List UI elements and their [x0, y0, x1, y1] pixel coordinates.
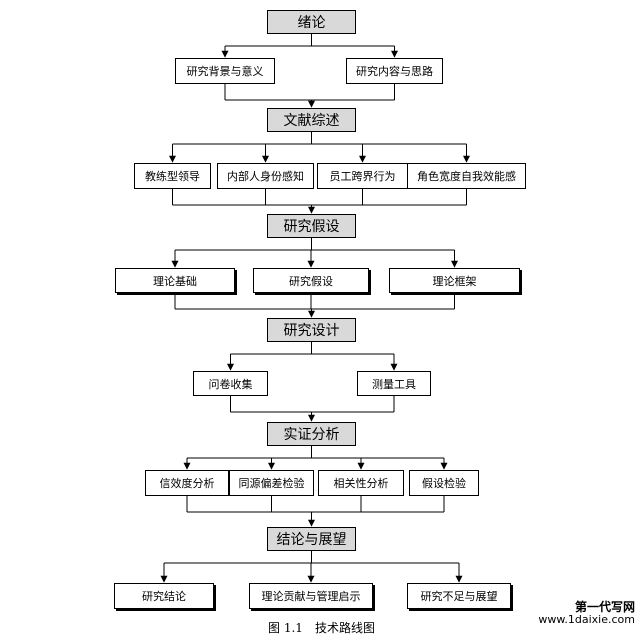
sub-box: 研究背景与意义 — [175, 58, 275, 84]
stage-box: 绪论 — [267, 10, 356, 34]
sub-box: 研究假设 — [253, 268, 369, 293]
stage-box: 结论与展望 — [267, 527, 356, 551]
sub-box: 研究结论 — [114, 583, 214, 609]
figure-caption: 图 1.1 技术路线图 — [268, 621, 375, 635]
sub-box: 员工跨界行为 — [317, 163, 408, 189]
sub-box: 理论基础 — [115, 268, 235, 293]
sub-box: 教练型领导 — [134, 163, 211, 189]
sub-box: 信效度分析 — [145, 470, 229, 496]
sub-box: 角色宽度自我效能感 — [407, 163, 526, 189]
sub-box: 研究内容与思路 — [346, 58, 443, 84]
stage-box: 研究设计 — [267, 318, 356, 342]
sub-box: 内部人身份感知 — [217, 163, 314, 189]
sub-box: 测量工具 — [357, 371, 431, 396]
sub-box: 理论框架 — [389, 268, 520, 293]
sub-box: 相关性分析 — [318, 470, 404, 496]
sub-box: 理论贡献与管理启示 — [249, 583, 373, 609]
stage-box: 实证分析 — [267, 422, 356, 446]
sub-box: 假设检验 — [409, 470, 479, 496]
sub-box: 同源偏差检验 — [229, 470, 314, 496]
stage-box: 文献综述 — [267, 108, 356, 132]
watermark-name: 第一代写网 — [574, 600, 635, 614]
watermark-url: www.1daixie.com — [538, 613, 635, 626]
stage-box: 研究假设 — [267, 214, 356, 238]
sub-box: 问卷收集 — [193, 371, 268, 396]
sub-box: 研究不足与展望 — [407, 583, 511, 609]
